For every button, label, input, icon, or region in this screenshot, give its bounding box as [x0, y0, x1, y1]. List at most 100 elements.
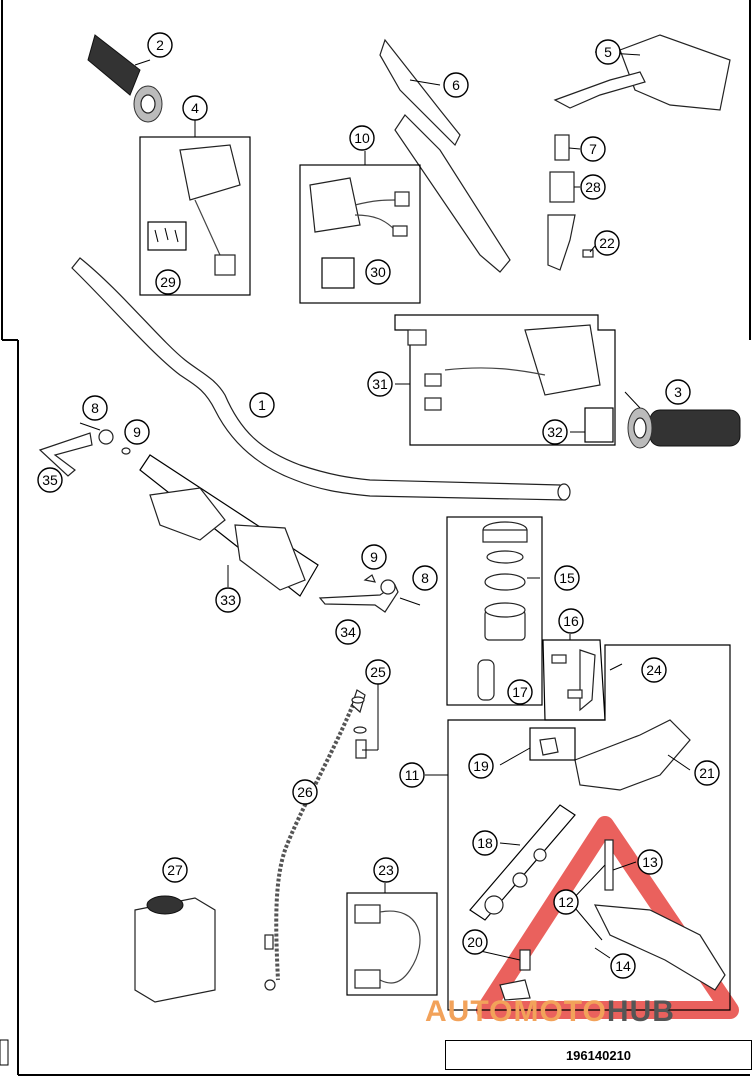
callout-11: 11	[399, 762, 425, 788]
callout-circle	[641, 657, 667, 683]
callout-circle	[462, 929, 488, 955]
callout-12: 12	[553, 889, 579, 915]
callout-text: 22	[599, 235, 615, 251]
callout-text: 1	[258, 397, 266, 413]
lever-34	[318, 574, 421, 613]
callout-text: 21	[699, 765, 715, 781]
mirror-right	[553, 34, 731, 111]
callout-9: 9	[124, 419, 150, 445]
switch-10	[309, 177, 410, 289]
callout-text: 20	[467, 934, 483, 950]
handlebar	[71, 257, 571, 501]
callout-text: 28	[585, 179, 601, 195]
callout-text: 19	[473, 758, 489, 774]
callout-30: 30	[365, 259, 391, 285]
callout-circle	[412, 565, 438, 591]
callout-20: 20	[462, 929, 488, 955]
callout-26: 26	[292, 779, 318, 805]
callout-text: 16	[563, 613, 579, 629]
callout-8: 8	[82, 395, 108, 421]
callout-19: 19	[468, 753, 494, 779]
callout-text: 3	[674, 384, 682, 400]
callout-text: 34	[340, 624, 356, 640]
callout-circle	[558, 608, 584, 634]
callout-circle	[472, 830, 498, 856]
callout-circle	[399, 762, 425, 788]
callout-circle	[554, 565, 580, 591]
callout-27: 27	[162, 857, 188, 883]
box-11	[447, 644, 731, 1011]
callout-text: 11	[405, 767, 420, 783]
callout-text: 17	[512, 684, 528, 700]
callout-31: 31	[367, 371, 393, 397]
callout-5: 5	[595, 39, 621, 65]
callout-text: 9	[133, 424, 141, 440]
callout-4: 4	[182, 95, 208, 121]
callout-text: 18	[477, 835, 493, 851]
callout-circle	[361, 544, 387, 570]
callout-text: 15	[559, 570, 575, 586]
callout-circle	[468, 753, 494, 779]
callout-text: 12	[558, 894, 574, 910]
callout-circle	[595, 39, 621, 65]
callout-23: 23	[373, 857, 399, 883]
box-18	[469, 804, 576, 921]
callout-7: 7	[580, 136, 606, 162]
callout-17: 17	[507, 679, 533, 705]
callout-text: 9	[370, 549, 378, 565]
grip-left	[87, 34, 163, 123]
callout-28: 28	[580, 174, 606, 200]
grip-right	[627, 407, 741, 449]
callout-circle	[82, 395, 108, 421]
callout-text: 8	[421, 570, 429, 586]
callout-text: 30	[370, 264, 386, 280]
switch-23	[354, 904, 421, 989]
box-16	[542, 639, 606, 721]
callout-text: 24	[646, 662, 662, 678]
callout-circle	[665, 379, 691, 405]
callout-text: 6	[452, 77, 460, 93]
callout-circle	[580, 136, 606, 162]
callout-circle	[292, 779, 318, 805]
box-10	[299, 164, 421, 304]
callout-22: 22	[594, 230, 620, 256]
callout-text: 27	[167, 862, 183, 878]
callout-21: 21	[694, 760, 720, 786]
callout-circle	[373, 857, 399, 883]
bracket-16	[551, 649, 596, 712]
callout-circle	[553, 889, 579, 915]
callout-circle	[542, 419, 568, 445]
callout-35: 35	[37, 467, 63, 493]
callout-text: 32	[547, 424, 563, 440]
callout-text: 8	[91, 400, 99, 416]
callout-text: 13	[642, 854, 658, 870]
callout-29: 29	[155, 269, 181, 295]
callout-circle	[249, 392, 275, 418]
fluid-bottle-27	[134, 895, 216, 1003]
callout-circle	[637, 849, 663, 875]
callout-text: 2	[156, 37, 164, 53]
brake-hose-26	[264, 689, 367, 991]
callout-3: 3	[665, 379, 691, 405]
callout-13: 13	[637, 849, 663, 875]
callout-text: 5	[604, 44, 612, 60]
callout-text: 4	[191, 100, 199, 116]
lever-35	[38, 422, 131, 477]
callout-circle	[694, 760, 720, 786]
callout-circle	[124, 419, 150, 445]
callout-circle	[507, 679, 533, 705]
switch-4	[147, 144, 241, 276]
document-number: 196140210	[445, 1040, 752, 1070]
callout-24: 24	[641, 657, 667, 683]
callout-circle	[37, 467, 63, 493]
callout-circle	[365, 659, 391, 685]
box-19	[529, 727, 576, 761]
callout-10: 10	[349, 125, 375, 151]
callout-circle	[610, 953, 636, 979]
callout-circle	[365, 259, 391, 285]
callout-text: 14	[615, 958, 631, 974]
callout-circle	[162, 857, 188, 883]
callout-circle	[182, 95, 208, 121]
